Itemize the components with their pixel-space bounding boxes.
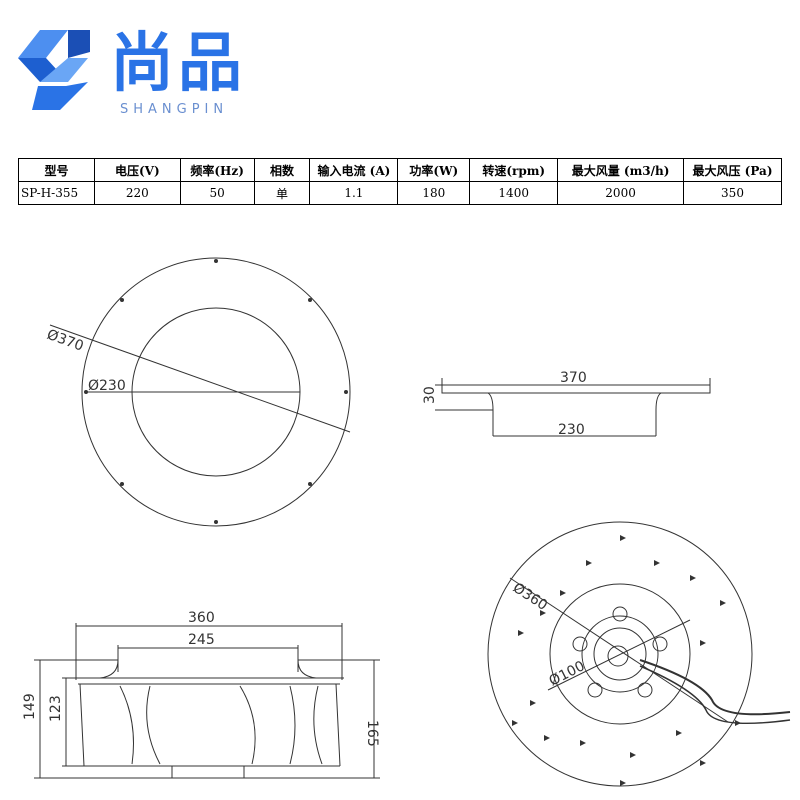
inlet-ring-side-view	[435, 378, 711, 437]
dim-impeller-inlet: 245	[188, 632, 215, 648]
hub-diameter-line	[547, 619, 691, 691]
dim-impeller-total-height: 149	[22, 693, 38, 720]
dim-impeller-right-height: 165	[364, 720, 380, 747]
dim-inner-dia-top: Ø230	[88, 378, 126, 394]
power-cable-2	[639, 665, 791, 725]
cell-current: 1.1	[309, 181, 399, 205]
cell-phase: 单	[253, 181, 311, 205]
header-current: 输入电流 (A)	[309, 158, 399, 182]
cell-airflow: 2000	[557, 181, 684, 205]
balance-marks	[512, 535, 741, 786]
motor-circle	[581, 615, 659, 693]
impeller-back-view	[487, 521, 791, 787]
cell-power: 180	[397, 181, 471, 205]
dim-back-hub-dia: Ø100	[547, 658, 588, 689]
spec-table: 型号 电压(V) 频率(Hz) 相数 输入电流 (A) 功率(W) 转速(rpm…	[18, 158, 782, 205]
brand-name-en: SHANGPIN	[120, 102, 229, 117]
table-row: SP-H-355 220 50 单 1.1 180 1400 2000 350	[18, 181, 782, 205]
mounting-holes	[84, 259, 348, 524]
cell-voltage: 220	[93, 181, 181, 205]
dim-ring-width: 370	[560, 370, 587, 386]
brand-logo: 尚品 SHANGPIN	[10, 22, 250, 122]
header-airflow: 最大风量 (m3/h)	[557, 158, 684, 182]
cell-pressure: 350	[683, 181, 782, 205]
inlet-cone	[99, 659, 317, 679]
hub-bolts	[572, 606, 668, 698]
cell-speed: 1400	[469, 181, 559, 205]
outer-diameter-line	[49, 324, 351, 433]
hub-ring	[549, 583, 691, 725]
header-model: 型号	[18, 158, 95, 182]
shangpin-logo-icon	[18, 30, 90, 110]
outer-diameter-line	[509, 577, 729, 723]
impeller-edges	[79, 683, 341, 767]
dim-ring-thickness: 30	[422, 386, 438, 404]
dim-ring-inner: 230	[558, 422, 585, 438]
header-power: 功率(W)	[397, 158, 471, 182]
dim-impeller-top: 360	[188, 610, 215, 626]
motor-inner	[593, 627, 647, 681]
inlet-ring-top-view	[49, 257, 351, 527]
ring-flange	[441, 384, 711, 394]
power-cable	[639, 659, 791, 716]
spec-header-row: 型号 电压(V) 频率(Hz) 相数 输入电流 (A) 功率(W) 转速(rpm…	[18, 158, 782, 182]
outer-circle	[81, 257, 351, 527]
blades	[119, 685, 323, 765]
dim-impeller-blade-height: 123	[48, 695, 64, 722]
brand-name-cn: 尚品	[110, 27, 246, 101]
header-frequency: 频率(Hz)	[179, 158, 255, 182]
dim-back-outer-dia: Ø360	[510, 580, 550, 614]
motor-base	[171, 765, 245, 779]
cell-frequency: 50	[179, 181, 255, 205]
cell-model: SP-H-355	[18, 181, 95, 205]
impeller-side-view	[34, 623, 380, 779]
